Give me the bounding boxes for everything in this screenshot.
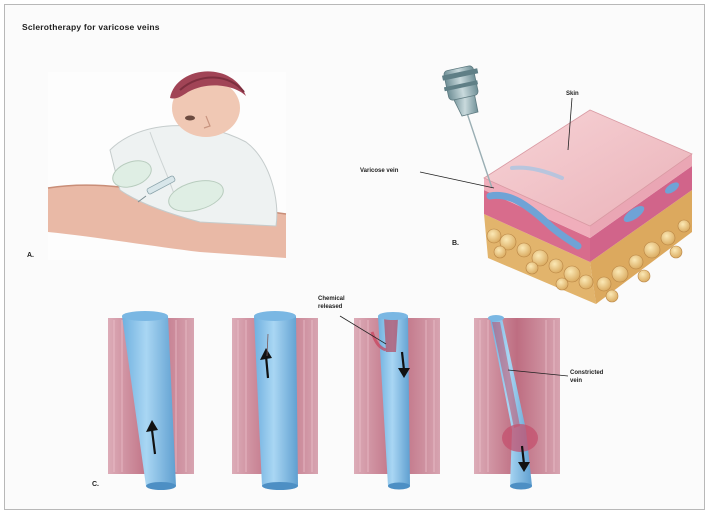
varicose-vein-pointer-line	[420, 172, 494, 188]
vein-stage-3	[354, 312, 440, 490]
panel-b-syringe	[442, 65, 492, 188]
panel-b-label: B.	[452, 240, 459, 247]
vein-stage-2	[232, 311, 318, 490]
panel-c-label: C.	[92, 481, 99, 488]
chemical-label-line1: Chemical	[318, 296, 345, 302]
vein-stage-1	[108, 311, 194, 490]
sclerosant-chemical	[384, 318, 398, 352]
constricted-label-line2: vein	[570, 378, 582, 384]
skin-label: Skin	[566, 91, 579, 97]
panel-a-illustration	[48, 71, 286, 260]
constricted-label-line1: Constricted	[570, 370, 604, 376]
figure-title: Sclerotherapy for varicose veins	[22, 22, 160, 32]
panel-a-label: A.	[27, 252, 34, 259]
vein-stage-4	[474, 315, 560, 490]
varicose-vein-label: Varicose vein	[360, 168, 399, 174]
panel-b-skin-block	[484, 110, 692, 304]
chemical-label-line2: released	[318, 304, 343, 310]
